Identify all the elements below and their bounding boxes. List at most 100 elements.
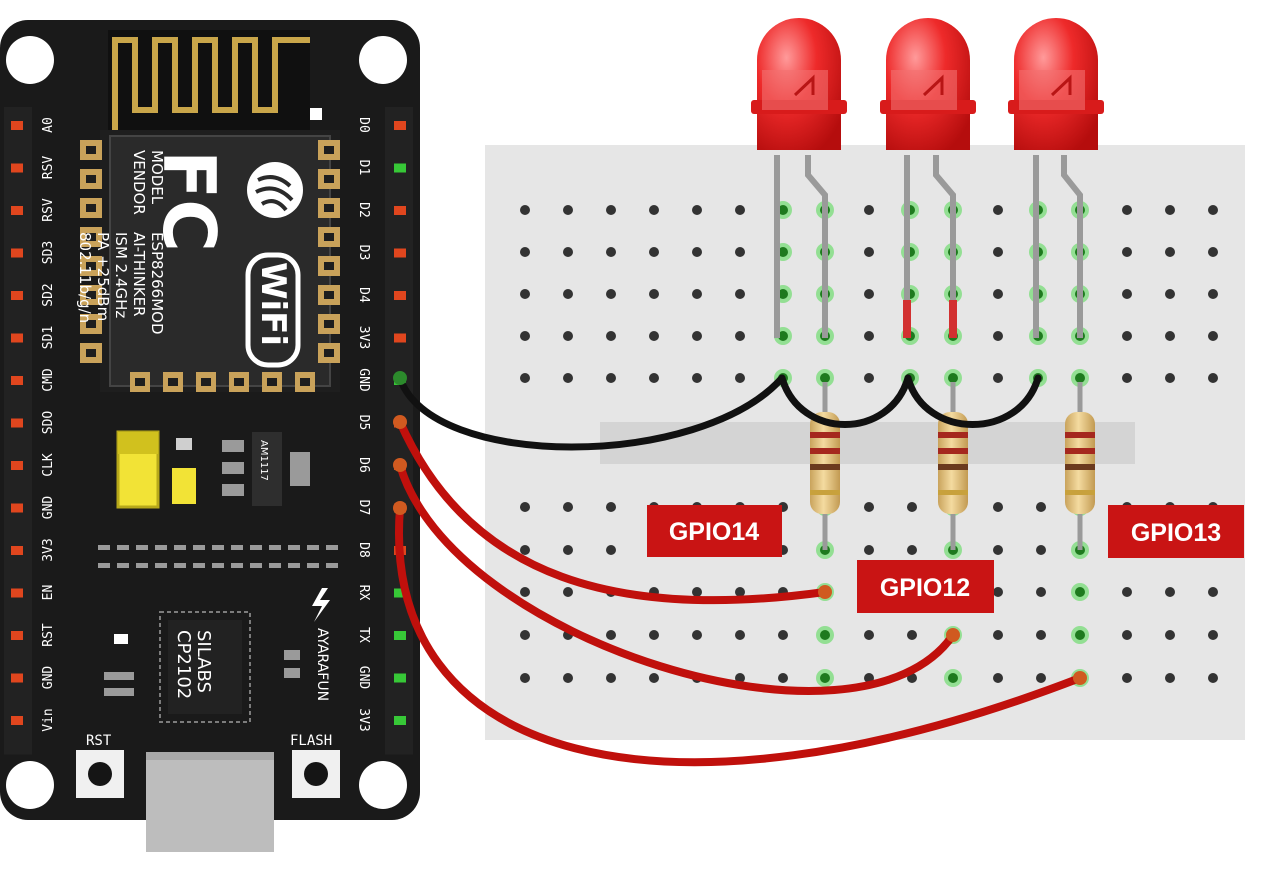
mount-hole-bottom-left (6, 761, 54, 809)
wire-d5-gpio14 (396, 418, 829, 605)
breadboard-hole (649, 331, 659, 341)
breadboard-hole (735, 205, 745, 215)
reset-button[interactable] (76, 750, 124, 798)
breadboard-hole (1122, 630, 1132, 640)
breadboard-hole (1122, 205, 1132, 215)
module-value-1: ESP8266MOD (148, 232, 166, 335)
left-pin-label: EN (41, 585, 56, 601)
led-2 (880, 18, 976, 338)
breadboard-hole (1036, 545, 1046, 555)
wire-d7-gpio13 (395, 504, 1084, 767)
left-pin-13-pad (11, 673, 23, 683)
module-pad-hole (324, 349, 334, 357)
right-pin-14-pad (394, 716, 406, 725)
left-pin-7-pad (11, 418, 23, 428)
left-pin-11-pad (11, 588, 23, 598)
breadboard-hole (778, 205, 788, 215)
breadboard-hole (606, 545, 616, 555)
breadboard-hole (948, 373, 958, 383)
left-pin-label: GND (41, 666, 56, 690)
smd-pad (193, 545, 205, 550)
reset-button-label: RST (86, 733, 112, 749)
usb-chip-model: CP2102 (173, 630, 194, 699)
module-line-5: 802.11b/g/n (76, 232, 94, 323)
breadboard-hole (735, 630, 745, 640)
smd-pad (231, 563, 243, 568)
label-gpio14: GPIO14 (647, 505, 782, 557)
right-pin-label: D8 (356, 542, 371, 558)
right-pin-label: D2 (356, 202, 371, 218)
breadboard-hole (993, 205, 1003, 215)
breadboard-hole (692, 587, 702, 597)
module-pad-hole (324, 204, 334, 212)
breadboard-hole (649, 373, 659, 383)
breadboard-hole (1165, 373, 1175, 383)
breadboard-hole (864, 289, 874, 299)
module-line-1: MODEL (148, 150, 166, 205)
left-pin-8-pad (11, 461, 23, 470)
smd-pad (212, 563, 224, 568)
smd-pad (136, 545, 148, 550)
module-pad-hole (86, 262, 96, 270)
breadboard-hole (606, 331, 616, 341)
breadboard-hole (993, 289, 1003, 299)
smd-pad (98, 563, 110, 568)
regulator-chip (252, 432, 282, 506)
breadboard-hole (692, 205, 702, 215)
right-pin-0-pad (394, 121, 406, 130)
flash-button[interactable] (292, 750, 340, 798)
breadboard-hole (563, 587, 573, 597)
breadboard-hole (1165, 247, 1175, 257)
breadboard-hole (993, 502, 1003, 512)
right-pin-label: D5 (356, 415, 371, 431)
breadboard-hole (1208, 673, 1218, 683)
breadboard-hole (864, 205, 874, 215)
breadboard-hole (606, 205, 616, 215)
breadboard-hole (1122, 373, 1132, 383)
breadboard-hole (778, 630, 788, 640)
breadboard-hole (606, 247, 616, 257)
breadboard-hole (735, 247, 745, 257)
led-1 (751, 18, 847, 338)
breadboard-hole (864, 502, 874, 512)
breadboard-hole (1165, 673, 1175, 683)
left-pin-label: 3V3 (41, 538, 56, 561)
left-header-strip (4, 107, 32, 755)
module-pad-hole (324, 146, 334, 154)
breadboard-hole (520, 247, 530, 257)
right-pin-label: D1 (356, 160, 371, 176)
resistor-2 (938, 382, 968, 550)
breadboard-hole (1165, 289, 1175, 299)
right-pin-5-pad (394, 333, 406, 343)
breadboard-hole (864, 247, 874, 257)
breadboard-hole (993, 373, 1003, 383)
smd-pad (250, 545, 262, 550)
smd-pad (136, 563, 148, 568)
resistor-3 (1065, 382, 1095, 550)
right-pin-label: D0 (356, 117, 371, 133)
breadboard-hole (820, 630, 830, 640)
module-pad-hole (168, 378, 178, 386)
left-pin-label: RSV (41, 198, 56, 222)
right-pin-label: GND (356, 368, 371, 392)
nodemcu-board: FC MODEL VENDOR ESP8266MOD AI-THINKER IS… (0, 20, 420, 852)
breadboard-hole (1208, 630, 1218, 640)
module-line-3: ISM 2.4GHz (112, 232, 130, 318)
esp8266-module: FC MODEL VENDOR ESP8266MOD AI-THINKER IS… (76, 30, 340, 392)
module-pad-hole (324, 320, 334, 328)
breadboard-hole (563, 289, 573, 299)
breadboard-hole (864, 331, 874, 341)
right-pin-label: 3V3 (356, 326, 371, 349)
usb-chip-vendor: SILABS (193, 630, 214, 693)
breadboard-hole (1165, 630, 1175, 640)
breadboard-hole (606, 289, 616, 299)
breadboard-hole (649, 673, 659, 683)
breadboard-hole (563, 673, 573, 683)
label-gpio13: GPIO13 (1108, 505, 1244, 558)
module-pad-hole (324, 175, 334, 183)
usb-port[interactable] (146, 752, 274, 852)
module-pad-hole (324, 262, 334, 270)
smd-pad (155, 545, 167, 550)
left-pin-label: SDO (41, 411, 56, 435)
